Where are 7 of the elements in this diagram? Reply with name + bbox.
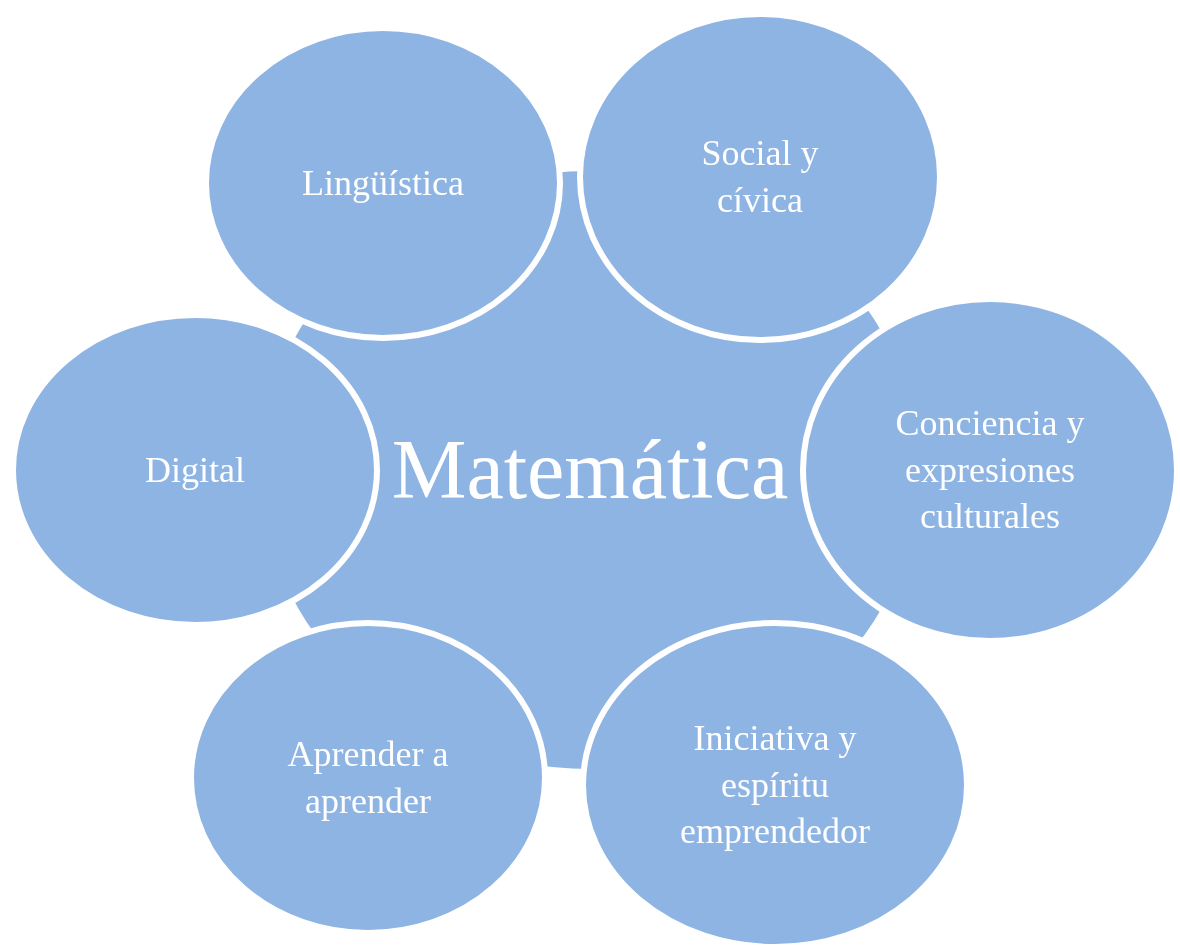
petal-label: Lingüística <box>302 161 464 205</box>
petal-label: Digital <box>145 448 245 492</box>
petal-label: Social y cívica <box>700 132 820 222</box>
petal-label: Iniciativa y espíritu emprendedor <box>679 716 871 854</box>
petal-label: Conciencia y expresiones culturales <box>894 401 1086 539</box>
petal-label: Aprender a aprender <box>286 733 450 823</box>
center-title: Matemática <box>391 422 789 519</box>
